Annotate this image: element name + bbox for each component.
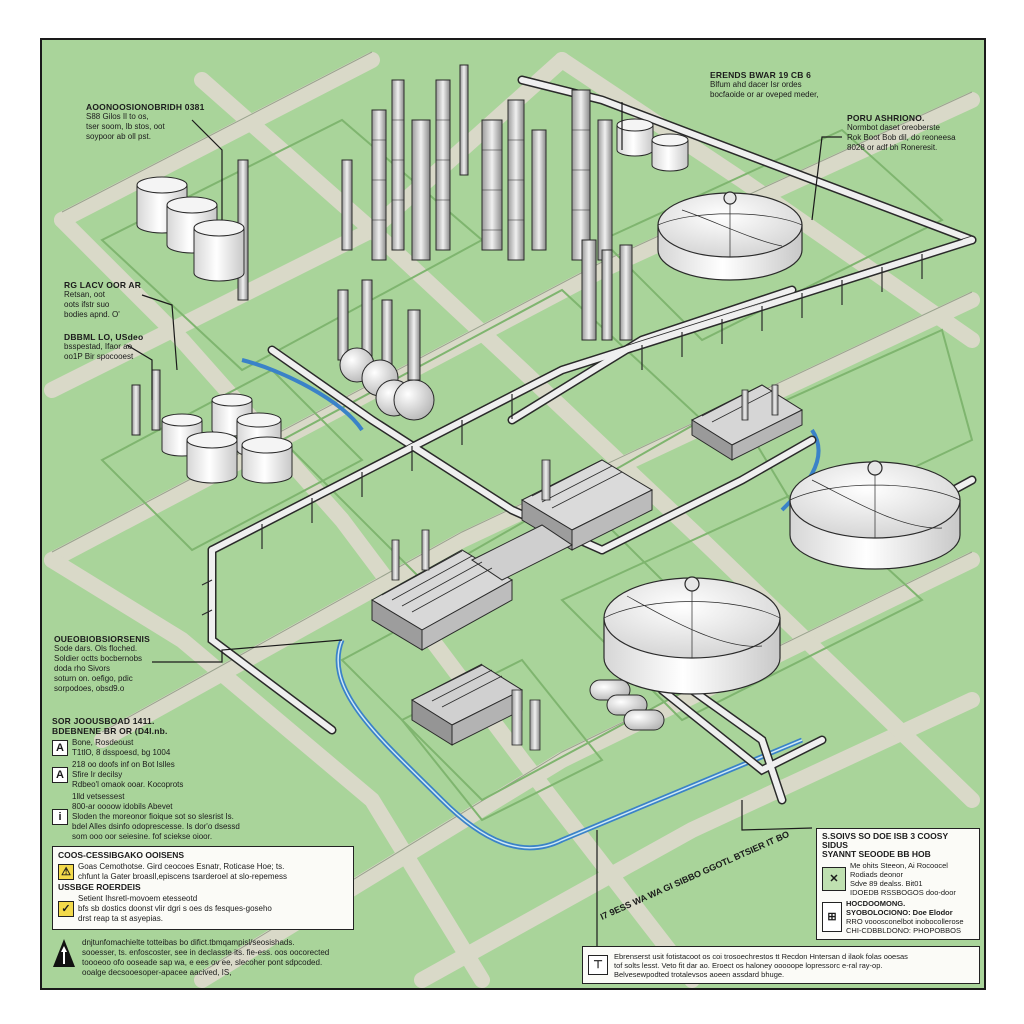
water-channel xyxy=(241,358,821,851)
road-label: I7 9ESS WA WA GI SIBBO GGOTL BTSIER IT B… xyxy=(599,829,791,922)
callout-left-upper: RG LACV OOR AR Retsan, oot oots ifstr su… xyxy=(64,280,142,319)
callout-left-lower: OUEOBIOBSIORSENIS Sode dars. Ols floched… xyxy=(54,634,150,693)
symbols-legend: SOR JOOUSBOAD 1411. BDEBNENE BR OR (D4I.… xyxy=(52,716,240,842)
callout-top-right: PORU ASHRIONO. Normbot daset oreoberste … xyxy=(847,113,956,152)
dome-tank-top-right xyxy=(657,191,803,281)
callout-left-mid: DBBML LO, USdeo bsspestad, Ifaor ao oo1P… xyxy=(64,332,144,361)
check-icon: ✓ xyxy=(58,901,74,917)
legend-row: ✓ Setient Ihsretl-movoem etesseotd bfs s… xyxy=(58,894,348,924)
column-rings xyxy=(372,119,590,231)
warning-a-icon: A xyxy=(52,767,68,783)
hazard-icon: ⚠ xyxy=(58,864,74,880)
north-arrow-icon xyxy=(53,939,75,967)
plant-illustration: I7 9ESS WA WA GI SIBBO GGOTL BTSIER IT B… xyxy=(44,51,980,988)
legend-row: A 218 oo doofs inf on Bot Islles Sfire I… xyxy=(52,760,240,790)
equipment-detail xyxy=(381,384,773,708)
legend-row: A Bone, Rosdeoust T1tlO, 8 dsspoesd, bg … xyxy=(52,738,240,758)
valve-icon: ⊤ xyxy=(588,955,608,975)
dome-tank-right xyxy=(789,460,961,570)
small-stacks xyxy=(391,384,779,751)
warning-a-icon: A xyxy=(52,740,68,756)
callout-top-left: AOONOOSIONOBRIDH 0381 S88 Gilos Il to os… xyxy=(86,102,205,141)
legend-row: i 1lld vetsessest 800-ar oooow idobils A… xyxy=(52,792,240,842)
legend-row: ✕ Me ohits Steeon, Ai Rocoocel Rodiads d… xyxy=(822,861,974,897)
legend-panel-bottom-left: COOS-CESSIBGAKO OOISENS ⚠ Goas Cemothots… xyxy=(52,846,354,930)
info-icon: i xyxy=(52,809,68,825)
tank-cluster-top-left xyxy=(136,118,689,282)
rack-supports xyxy=(201,254,923,616)
bottom-note: dnjtunfomachielte totteibas bo difict.tb… xyxy=(52,938,329,978)
cross-icon: ✕ xyxy=(822,867,846,891)
plant-map-frame: I7 9ESS WA WA GI SIBBO GGOTL BTSIER IT B… xyxy=(40,38,986,990)
legend-panel-bottom-right: ⊤ Ebrenserst usit fotistacoot os coi tro… xyxy=(582,946,980,984)
pump-icon: ⊞ xyxy=(822,902,842,932)
distillation-columns xyxy=(237,64,633,381)
dome-tank-center xyxy=(603,576,781,695)
legend-panel-right: S.SOIVS SO DOE ISB 3 COOSY SIDUS SYANNT … xyxy=(816,828,980,940)
leader-lines xyxy=(126,102,842,965)
bullet-tanks xyxy=(589,679,665,731)
legend-row: ⊞ HOCDOOMONG. SYOBOLOCIONO: Doe Elodor R… xyxy=(822,899,974,935)
callout-top-center: ERENDS BWAR 19 CB 6 Blfum ahd dacer Isr … xyxy=(710,70,819,99)
sphere-tanks xyxy=(339,347,435,421)
legend-row: ⚠ Goas Cemothotse. Gird ceocoes Esnatr, … xyxy=(58,862,348,882)
tank-cluster-left xyxy=(131,369,293,484)
